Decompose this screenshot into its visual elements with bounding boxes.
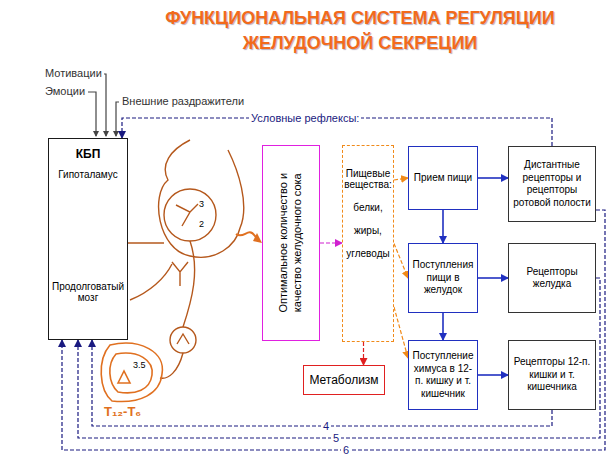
spinal-segment-inner [110,353,152,393]
process-box: Поступление химуса в 12-п. кишку и т. ки… [408,340,478,410]
connector [363,342,364,365]
connector [478,277,508,279]
node-text: Рецепторы 12-п. кишки и т. кишечника [512,356,592,394]
arrow-head [93,131,99,137]
node-text: Дистантные рецепторы и рецепторы ротовой… [512,159,592,209]
node-text: Продолговатый мозг [52,281,124,303]
arrow-head [103,131,109,137]
input-arrow [104,74,106,136]
connector [62,210,605,450]
connector [442,210,444,243]
connector [320,242,342,243]
receptor-box: Рецепторы 12-п. кишки и т. кишечника [508,340,596,410]
edge-label: Условные рефлексы: [249,112,361,124]
nerve-fiber [130,264,172,300]
metabolism-box: Метаболизм [303,365,385,395]
node-text: Поступления пищи в желудок [412,259,474,297]
nutrients-box: Пищевые вещества: белки, жиры, углеводы [342,145,394,342]
node-text: жиры, [354,225,382,236]
connector [394,178,408,180]
connector [394,244,408,279]
arrow-head [253,233,262,243]
callout-number: 2 [199,219,204,229]
ganglion-circle [170,327,196,353]
callout-number: 3 [199,199,204,209]
delta-symbol [118,371,130,383]
process-box: Прием пищи [408,146,478,210]
connector [478,374,508,376]
node-text: КБП [76,147,101,161]
node-text: Метаболизм [309,373,378,387]
receptor-box: Рецепторы желудка [508,243,596,313]
diagram-title: ФУНКЦИОНАЛЬНАЯ СИСТЕМА РЕГУЛЯЦИИ ЖЕЛУДОЧ… [130,6,590,56]
spinal-segment [101,343,162,401]
nerve-fiber [160,353,183,378]
connector [478,177,508,179]
input-label: Внешние раздражители [122,95,244,107]
neuron [177,334,189,344]
node-text: Рецепторы желудка [512,266,592,291]
process-box: Поступления пищи в желудок [408,243,478,313]
node-text: Оптимальное количество и качество желудо… [277,151,305,335]
node-text: белки, [353,202,382,213]
edge-label: 5 [331,432,341,444]
connector [442,313,444,340]
edge-label: 4 [321,420,331,432]
connector [92,340,552,426]
edge-label: 6 [341,444,351,456]
node-text: Гипоталамус [58,169,118,180]
nerve-ending [172,262,188,286]
nerve-fiber [183,241,195,327]
stomach-outline [159,140,244,257]
arrow-head [113,131,119,137]
callout-number: 3.5 [133,360,146,370]
nerve-center-circle [164,189,216,241]
input-label: Мотивации [45,67,102,79]
node-text: Прием пищи [414,172,472,185]
node-text: Пищевые вещества: [344,168,392,190]
input-arrow [116,102,119,136]
juice-box: Оптимальное количество и качество желудо… [262,145,320,341]
brain-center-box: КБП ГипоталамусПродолговатый мозг [48,138,128,340]
segment-label: T₁₂-T₆ [104,404,141,419]
connector [394,307,408,358]
receptor-box: Дистантные рецепторы и рецепторы ротовой… [508,146,596,222]
input-label: Эмоции [45,85,85,97]
node-text: Поступление химуса в 12-п. кишку и т. ки… [412,350,474,400]
node-text: углеводы [346,248,389,259]
neuron [176,204,198,226]
input-arrow [88,92,96,136]
